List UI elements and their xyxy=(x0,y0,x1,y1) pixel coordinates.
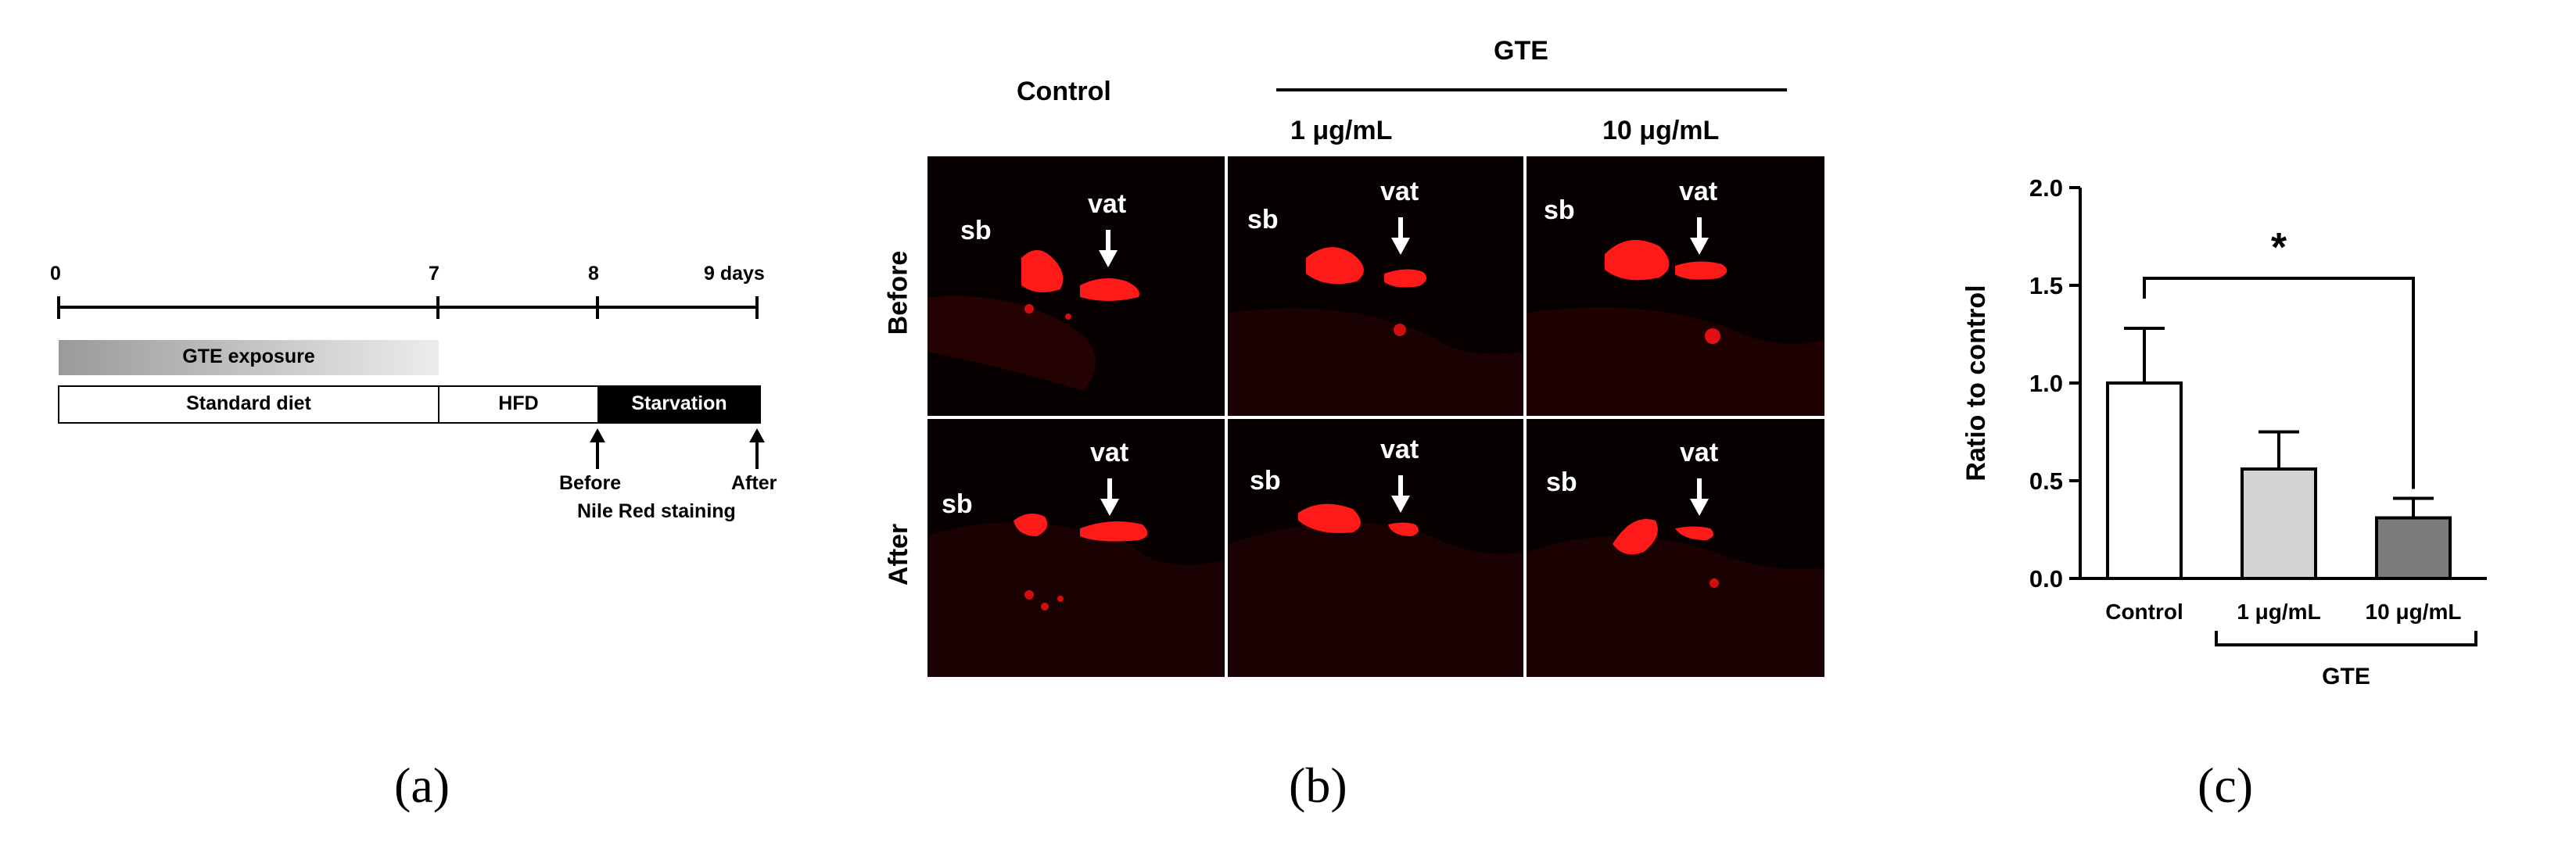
label-vat: vat xyxy=(1090,438,1129,467)
column-label-1ugml: 1 μg/mL xyxy=(1290,116,1393,145)
y-tick-label: 0.0 xyxy=(2029,565,2063,593)
phase-starvation xyxy=(597,385,761,424)
y-tick-label: 1.0 xyxy=(2029,370,2063,397)
panel-label-c: (c) xyxy=(2197,757,2254,813)
row-label-before: Before xyxy=(883,250,913,335)
timeline-label-7: 7 xyxy=(429,263,439,285)
panel-label-a: (a) xyxy=(394,757,450,813)
category-label-0: Control xyxy=(2105,600,2183,624)
hfd-label: HFD xyxy=(498,392,539,414)
starvation-label: Starvation xyxy=(631,392,727,414)
y-tick-label: 1.5 xyxy=(2029,272,2063,299)
timeline-label-9-days: 9 days xyxy=(704,263,765,285)
vat-arrow-icon xyxy=(1690,478,1709,516)
label-vat: vat xyxy=(1679,177,1718,206)
bar-2 xyxy=(2375,516,2452,580)
vat-arrow-icon xyxy=(1391,217,1410,255)
bar-1 xyxy=(2241,467,2317,580)
vat-arrow-icon xyxy=(1690,217,1709,255)
label-sb: sb xyxy=(1247,205,1279,235)
timeline-diagram xyxy=(57,296,765,469)
gte-group-line xyxy=(1276,88,1787,91)
significance-marker: * xyxy=(2271,225,2287,270)
before-arrow-head xyxy=(590,428,605,442)
nile-red-staining-label: Nile Red staining xyxy=(577,500,736,522)
vat-arrow-icon xyxy=(1100,478,1119,516)
image-control-after: sb vat xyxy=(927,419,1225,677)
image-10ugml-after: sb vat xyxy=(1527,419,1824,677)
label-sb: sb xyxy=(1546,467,1577,497)
label-sb: sb xyxy=(960,216,992,245)
significance-bracket xyxy=(2143,277,2415,489)
category-label-1: 1 μg/mL xyxy=(2237,600,2320,624)
vat-arrow-icon xyxy=(1099,230,1118,267)
vat-arrow-icon xyxy=(1391,475,1410,513)
label-sb: sb xyxy=(942,489,973,519)
label-vat: vat xyxy=(1380,435,1419,464)
bar-0 xyxy=(2106,381,2183,580)
gte-group-header: GTE xyxy=(1494,36,1548,66)
timeline-label-8: 8 xyxy=(588,263,599,285)
timeline-label-0: 0 xyxy=(50,263,61,285)
label-vat: vat xyxy=(1680,438,1719,467)
y-axis-label: Ratio to control xyxy=(1961,285,1991,481)
row-label-after: After xyxy=(884,523,914,586)
label-vat: vat xyxy=(1088,189,1127,219)
phase-standard-diet xyxy=(58,385,439,424)
panel-label-b: (b) xyxy=(1289,757,1347,813)
column-label-10ugml: 10 μg/mL xyxy=(1602,116,1720,145)
category-label-2: 10 μg/mL xyxy=(2366,600,2462,624)
label-vat: vat xyxy=(1380,177,1419,206)
phase-hfd xyxy=(438,385,599,424)
standard-diet-label: Standard diet xyxy=(186,392,311,414)
gte-group-label: GTE xyxy=(2322,664,2370,689)
after-arrow-head xyxy=(749,428,765,442)
label-sb: sb xyxy=(1250,466,1281,496)
image-control-before: sb vat xyxy=(927,156,1225,416)
image-1ugml-before: sb vat xyxy=(1228,156,1523,416)
gte-exposure-bar xyxy=(59,340,439,375)
after-label: After xyxy=(731,472,777,494)
y-tick-label: 0.5 xyxy=(2029,467,2063,495)
before-label: Before xyxy=(559,472,622,494)
y-tick-label: 2.0 xyxy=(2029,174,2063,202)
image-10ugml-before: sb vat xyxy=(1527,156,1824,416)
image-1ugml-after: sb vat xyxy=(1228,419,1523,677)
gte-exposure-label: GTE exposure xyxy=(182,346,315,367)
column-label-control: Control xyxy=(1017,77,1111,106)
label-sb: sb xyxy=(1544,195,1575,225)
gte-group-bracket xyxy=(2215,631,2477,646)
